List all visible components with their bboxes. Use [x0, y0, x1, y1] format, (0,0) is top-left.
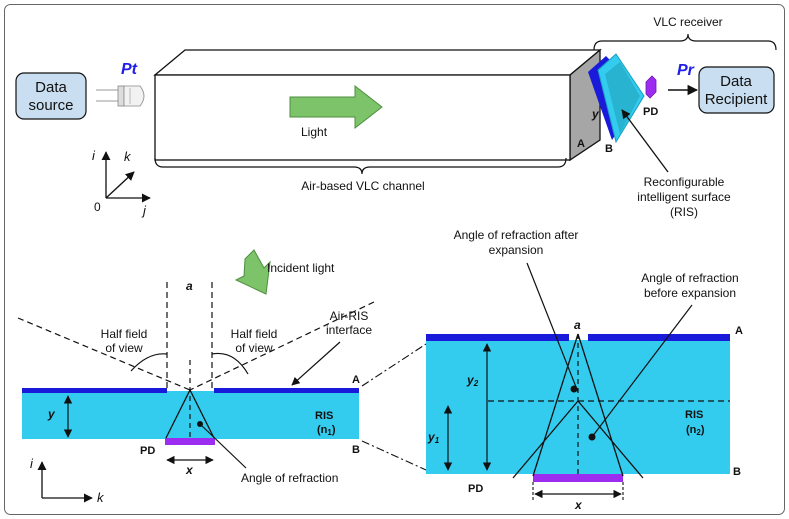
ris-panel-3d — [588, 53, 645, 144]
half-fov-right-line1: Half field — [231, 327, 278, 341]
ray-outer-right — [577, 333, 624, 477]
ris-label-right: RIS — [685, 409, 703, 421]
y-label-left: y — [47, 407, 56, 421]
fov-line-right — [189, 301, 375, 391]
half-fov-right-line2: of view — [235, 341, 273, 355]
ris-index-left: (n1) — [317, 424, 336, 437]
ray-inner-right — [577, 400, 644, 479]
ris-caption-line2: intelligent surface — [637, 190, 731, 204]
ris-caption-arrow — [621, 109, 669, 173]
angle-of-refraction-pointer — [199, 423, 247, 469]
pd-bar-left — [165, 438, 215, 445]
vlc-receiver-label: VLC receiver — [653, 15, 722, 29]
axes-3d — [101, 151, 151, 203]
x-label-right: x — [574, 498, 583, 512]
fov-line-left — [17, 317, 191, 391]
before-expansion-line1: Angle of refraction — [641, 271, 738, 285]
y2-label: y2 — [466, 373, 479, 388]
data-recipient-box — [698, 66, 775, 114]
air-ris-line2: interface — [326, 323, 372, 337]
after-expansion-line1: Angle of refraction after — [454, 228, 579, 242]
pd-label-right: PD — [468, 483, 483, 495]
right-refraction-diagram: Angle of refraction after expansion Angl… — [426, 228, 743, 512]
axis-k-2d-label: k — [97, 490, 105, 505]
pd-label-left: PD — [140, 445, 155, 457]
ray-outer-left — [532, 333, 579, 477]
pd-icon — [645, 75, 657, 99]
ris-caption-line3: (RIS) — [670, 205, 698, 219]
air-ris-pointer — [291, 341, 341, 386]
data-recipient-label-line1: Data — [720, 73, 752, 90]
channel-label: Air-based VLC channel — [301, 179, 424, 193]
half-fov-left-line2: of view — [105, 341, 143, 355]
ris-label-b: B — [605, 143, 613, 155]
pt-label: Pt — [121, 61, 138, 78]
label-a-right: A — [735, 325, 743, 337]
ris-top-left-a — [22, 388, 167, 393]
led-icon — [93, 80, 149, 112]
pd-label: PD — [643, 106, 658, 118]
axis-i-2d-label: i — [30, 456, 34, 471]
ris-caption-line1: Reconfigurable — [644, 175, 725, 189]
axis-origin-label: 0 — [94, 200, 101, 214]
before-expansion-dot — [588, 433, 596, 441]
axis-i-label: i — [92, 148, 96, 163]
left-refraction-diagram: Incident light y x a Half field of view — [17, 249, 375, 505]
air-ris-line1: Air-RIS — [330, 309, 369, 323]
half-fov-left-line1: Half field — [101, 327, 148, 341]
top-system-diagram: Data source Pt Light Air-based VLC chann… — [15, 15, 777, 219]
y1-label: y1 — [427, 430, 440, 445]
data-source-label-line1: Data — [35, 79, 67, 96]
before-expansion-pointer — [591, 304, 693, 438]
axis-k-label: k — [124, 149, 132, 164]
incident-light-arrow — [234, 249, 271, 295]
a-label-right: a — [574, 318, 581, 332]
light-label: Light — [301, 125, 328, 139]
ray-inner-left — [512, 400, 579, 479]
data-recipient-label-line2: Recipient — [705, 91, 768, 108]
a-label-left: a — [186, 279, 193, 293]
pd-bar-right — [533, 474, 623, 482]
zoom-line-top — [361, 343, 427, 387]
label-b-right: B — [733, 466, 741, 478]
receiver-brace — [593, 33, 777, 51]
channel-brace — [154, 157, 567, 175]
ris-label-left: RIS — [315, 410, 333, 422]
pr-label: Pr — [677, 62, 695, 79]
ris-top-left-b — [214, 388, 359, 393]
x-label-left: x — [185, 463, 194, 477]
vlc-channel-box — [153, 48, 602, 162]
after-expansion-line2: expansion — [489, 243, 544, 257]
axis-j-label: j — [141, 203, 147, 218]
refraction-triangle-left — [165, 388, 215, 439]
angle-refraction-label: Angle of refraction — [241, 471, 338, 485]
data-source-label-line2: source — [28, 97, 73, 114]
ris-top-right-a — [426, 334, 569, 341]
ris-y-label: y — [591, 107, 600, 121]
ris-index-right: (n2) — [686, 424, 705, 437]
data-source-box — [15, 72, 87, 120]
incident-light-label: Incident light — [267, 261, 335, 275]
ris-top-right-b — [588, 334, 730, 341]
light-arrow — [289, 84, 383, 130]
fov-arc-left — [130, 353, 168, 372]
after-expansion-dot — [570, 385, 578, 393]
fov-arc-right — [211, 352, 249, 375]
zoom-line-bottom — [361, 440, 427, 471]
ris-label-a: A — [577, 138, 585, 150]
before-expansion-line2: before expansion — [644, 286, 736, 300]
after-expansion-pointer — [526, 262, 579, 393]
label-b-left: B — [352, 444, 360, 456]
label-a-left: A — [352, 374, 360, 386]
